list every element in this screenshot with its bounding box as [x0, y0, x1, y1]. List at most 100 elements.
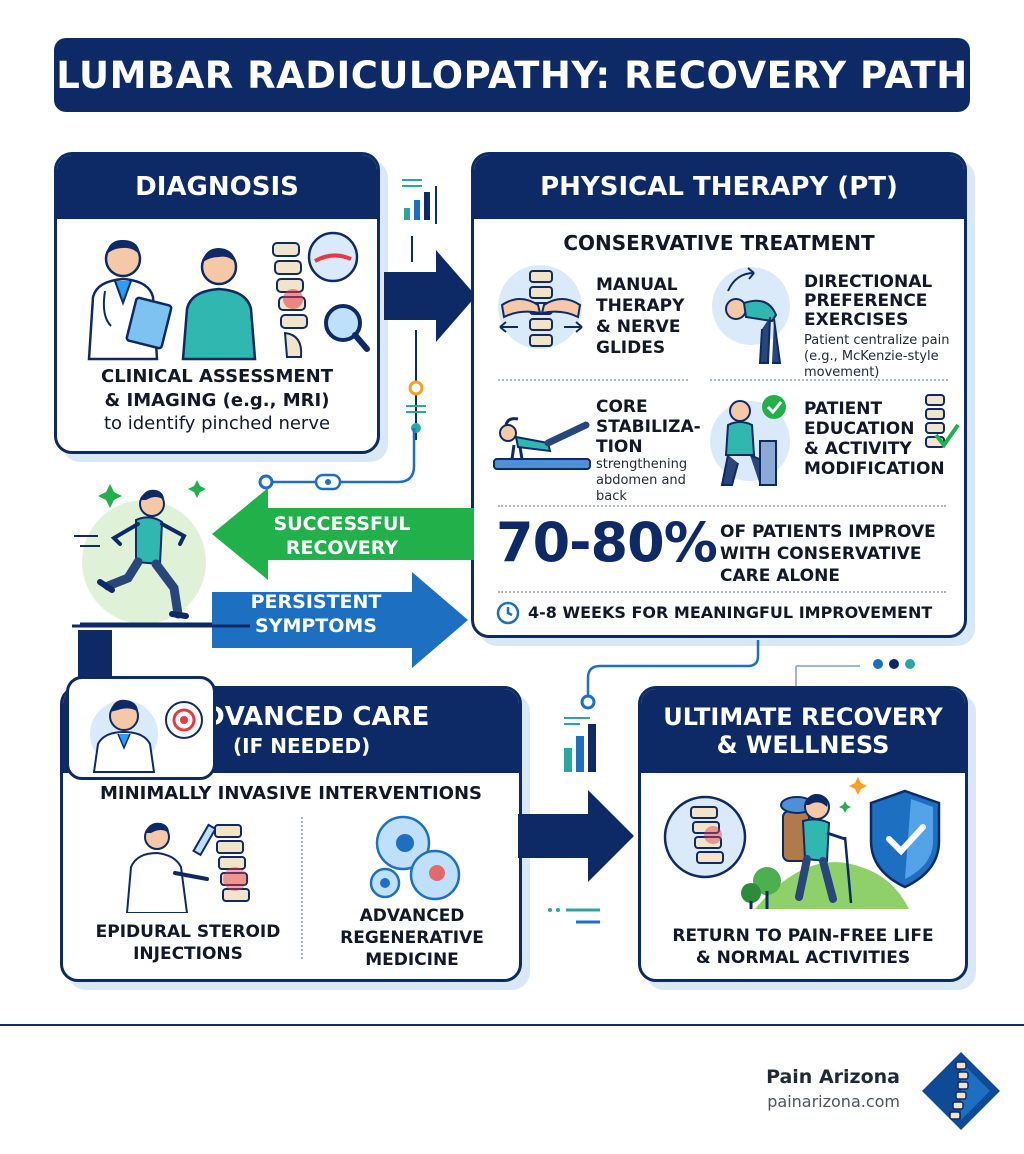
core-line1: CORE: [596, 397, 648, 417]
pt-divider-right: [710, 379, 948, 381]
stat-line2: WITH CONSERVATIVE: [720, 544, 922, 564]
stat-line1: OF PATIENTS IMPROVE: [720, 522, 936, 542]
diagnosis-illustration: [87, 231, 370, 361]
advanced-divider: [301, 817, 303, 959]
core-line3: TION: [596, 437, 643, 457]
ultimate-text: RETURN TO PAIN-FREE LIFE & NORMAL ACTIVI…: [641, 925, 965, 969]
advanced-subheader: MINIMALLY INVASIVE INTERVENTIONS: [100, 783, 482, 804]
pt-divider-left: [498, 379, 688, 381]
regenerative-line1: ADVANCED: [359, 906, 465, 926]
manual-line1: MANUAL: [596, 275, 678, 295]
pt-header: PHYSICAL THERAPY (PT): [474, 155, 964, 219]
footer-brand: Pain Arizona: [766, 1066, 900, 1088]
success-arrow[interactable]: [212, 488, 474, 580]
pt-subheader: CONSERVATIVE TREATMENT: [563, 231, 875, 255]
regenerative-label: ADVANCED REGENERATIVE MEDICINE: [307, 905, 517, 971]
bar-chart-icon: [402, 179, 437, 224]
success-label[interactable]: SUCCESSFUL RECOVERY: [232, 512, 452, 560]
directional-line1: DIRECTIONAL: [804, 272, 933, 292]
pt-stat-text: OF PATIENTS IMPROVE WITH CONSERVATIVE CA…: [720, 521, 936, 587]
directional-line2: PREFERENCE: [804, 291, 928, 311]
regenerative-cells-icon: [369, 815, 461, 901]
advanced-header2: (IF NEEDED): [233, 734, 371, 758]
diagnosis-text: CLINICAL ASSESSMENT & IMAGING (e.g., MRI…: [57, 365, 377, 413]
education-spine-icon: [925, 394, 960, 449]
pt-stat-value: 70-80%: [496, 511, 718, 574]
education-label: PATIENT EDUCATION & ACTIVITY MODIFICATIO…: [804, 399, 945, 479]
directional-exercise-icon: [725, 267, 782, 364]
core-desc: strengthening abdomen and back: [596, 457, 687, 505]
core-label: CORE STABILIZA- TION: [596, 397, 701, 457]
manual-line4: GLIDES: [596, 338, 666, 358]
regenerative-line2: REGENERATIVE: [340, 928, 484, 948]
ultimate-line1: RETURN TO PAIN-FREE LIFE: [672, 926, 934, 946]
page-title: LUMBAR RADICULOPATHY: RECOVERY PATH: [54, 38, 970, 112]
connector-dots: [406, 330, 426, 440]
core-plank-icon: [493, 417, 591, 470]
diagnosis-header: DIAGNOSIS: [57, 155, 377, 219]
connector-line: [258, 428, 416, 491]
pt-card: PHYSICAL THERAPY (PT) CONSERVATIVE TREAT…: [471, 152, 967, 638]
arrow-to-ultimate: [518, 790, 634, 882]
tree-icon: [753, 867, 781, 895]
success-line2: RECOVERY: [285, 537, 399, 559]
directional-desc: Patient centralize pain (e.g., McKenzie-…: [804, 333, 949, 381]
pt-divider-duration: [498, 591, 946, 593]
connector-lines-icon: [548, 908, 600, 924]
pt-duration: 4-8 WEEKS FOR MEANINGFUL IMPROVEMENT: [528, 603, 933, 622]
persistent-arrow[interactable]: [212, 572, 474, 668]
clock-icon: [496, 601, 520, 625]
manual-therapy-label: MANUAL THERAPY & NERVE GLIDES: [596, 275, 684, 359]
success-line1: SUCCESSFUL: [273, 513, 411, 535]
core-desc1: strengthening: [596, 457, 688, 472]
advanced-header1: ADVANCED CARE: [183, 702, 430, 732]
wellness-illustration: [663, 777, 941, 909]
education-line3: & ACTIVITY: [804, 439, 912, 459]
magnifier-icon: [324, 304, 362, 342]
hiker-icon: [780, 794, 853, 904]
advanced-doctor-icon: [90, 699, 203, 773]
ultimate-line2: & NORMAL ACTIVITIES: [695, 948, 911, 968]
core-line2: STABILIZA-: [596, 417, 701, 437]
directional-line3: EXERCISES: [804, 310, 909, 330]
arrow-to-pt: [384, 236, 476, 342]
core-desc2: abdomen and: [596, 473, 686, 488]
footer-url[interactable]: painarizona.com: [767, 1092, 900, 1111]
ultimate-card: ULTIMATE RECOVERY & WELLNESS R: [638, 686, 968, 982]
runner-icon: [74, 480, 212, 626]
connector-pt-ultimate: [564, 640, 915, 772]
manual-therapy-icon: [499, 270, 583, 347]
diagnosis-card: DIAGNOSIS CL: [54, 152, 380, 454]
education-icon: [720, 395, 786, 486]
patient-icon: [181, 248, 257, 361]
diagnosis-line3: to identify pinched nerve: [103, 413, 331, 434]
epidural-line2: INJECTIONS: [133, 944, 243, 964]
pain-arizona-logo-icon: [922, 1052, 1000, 1130]
ultimate-header2: & WELLNESS: [716, 731, 890, 759]
pain-spot-icon: [283, 289, 303, 309]
persistent-label[interactable]: PERSISTENT SYMPTOMS: [226, 590, 406, 638]
footer-divider: [0, 1024, 1024, 1026]
directional-desc2: (e.g., McKenzie-style: [804, 349, 939, 364]
stat-line3: CARE ALONE: [720, 566, 840, 586]
core-desc3: back: [596, 489, 627, 504]
education-line1: PATIENT: [804, 399, 883, 419]
doctor-icon: [87, 239, 173, 361]
pt-divider-stat: [498, 505, 946, 507]
manual-line2: THERAPY: [596, 296, 685, 316]
epidural-injection-icon: [125, 822, 250, 913]
ultimate-header: ULTIMATE RECOVERY & WELLNESS: [641, 689, 965, 773]
regenerative-line3: MEDICINE: [365, 950, 459, 970]
diagnosis-line1: CLINICAL ASSESSMENT: [100, 366, 334, 387]
education-line2: EDUCATION: [804, 419, 915, 439]
epidural-label: EPIDURAL STEROID INJECTIONS: [77, 921, 299, 965]
manual-line3: & NERVE: [596, 317, 681, 337]
directional-desc3: movement): [804, 365, 880, 380]
persistent-line2: SYMPTOMS: [255, 615, 377, 637]
page-title-text: LUMBAR RADICULOPATHY: RECOVERY PATH: [56, 53, 968, 97]
diagnosis-line2: & IMAGING (e.g., MRI): [104, 390, 330, 411]
ultimate-header1: ULTIMATE RECOVERY: [663, 703, 943, 731]
education-line4: MODIFICATION: [804, 459, 945, 479]
directional-label: DIRECTIONAL PREFERENCE EXERCISES: [804, 273, 932, 330]
persistent-line1: PERSISTENT: [250, 591, 382, 613]
